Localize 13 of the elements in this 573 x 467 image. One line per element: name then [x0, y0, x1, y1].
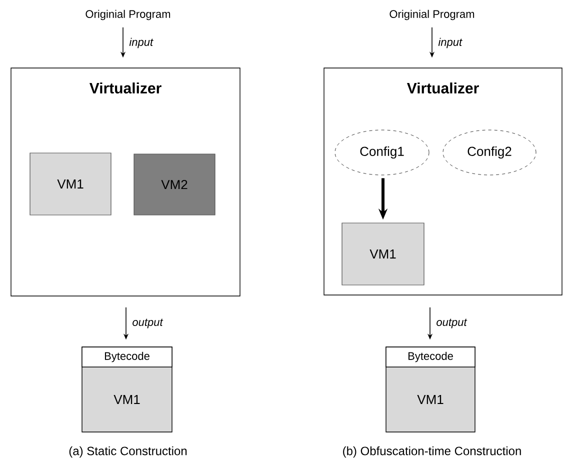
bytecode-box: Bytecode VM1: [82, 346, 172, 432]
edge-label: input: [129, 38, 154, 48]
edge-label: output: [132, 318, 164, 328]
input-label: Originial Program: [86, 10, 170, 20]
caption: (a) Static Construction: [69, 446, 187, 458]
edge-label: input: [438, 38, 462, 48]
bytecode-box: Bytecode VM1: [386, 346, 476, 432]
vm-box: VM1: [342, 222, 424, 286]
edge-label: output: [436, 318, 468, 328]
caption: (b) Obfuscation-time Construction: [343, 446, 521, 458]
vm-box: VM2: [134, 154, 216, 216]
vm-box: VM1: [30, 152, 112, 216]
input-label: Originial Program: [390, 10, 474, 20]
